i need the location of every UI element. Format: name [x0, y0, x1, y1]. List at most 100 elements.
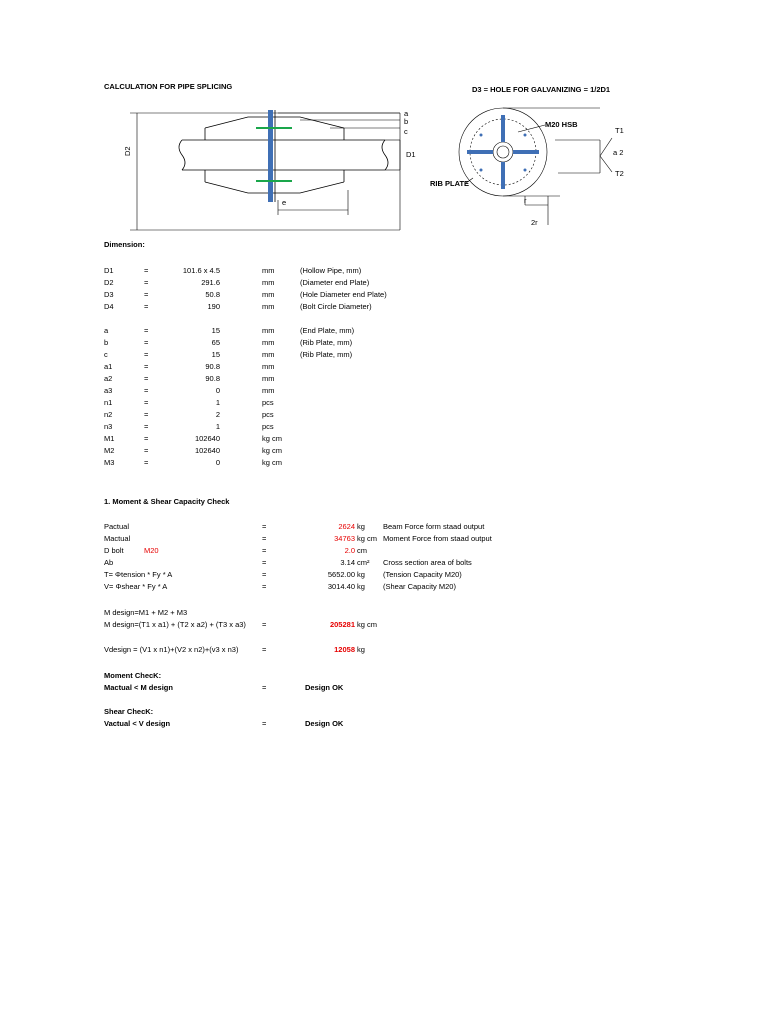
- moment-check-result: Design OK: [305, 683, 344, 692]
- dim-unit: mm: [262, 326, 275, 335]
- row-label: T= Φtension * Fy * A: [104, 570, 173, 579]
- dim-eq: =: [144, 398, 149, 407]
- dim-unit: pcs: [262, 398, 274, 407]
- dim-eq: =: [144, 410, 149, 419]
- vdesign-unit: kg: [357, 645, 365, 654]
- row-eq: =: [262, 582, 267, 591]
- row-unit: kg: [357, 522, 365, 531]
- dim-eq: =: [144, 302, 149, 311]
- mdesign-eq: =: [262, 620, 267, 629]
- dim-eq: =: [144, 338, 149, 347]
- row-label: Ab: [104, 558, 114, 567]
- label-c: c: [404, 127, 408, 136]
- dim-eq: =: [144, 422, 149, 431]
- dim-unit: mm: [262, 362, 275, 371]
- row-note: (Tension Capacity M20): [383, 570, 462, 579]
- dim-name: D1: [104, 266, 114, 275]
- row-unit: cm²: [357, 558, 370, 567]
- dim-note: (Diameter end Plate): [300, 278, 370, 287]
- dim-unit: mm: [262, 266, 275, 275]
- row-value: 2.0: [344, 546, 355, 555]
- dim-value: 90.8: [205, 362, 220, 371]
- dim-name: M1: [104, 434, 115, 443]
- pipe: [178, 139, 389, 171]
- row-label-extra: M20: [144, 546, 159, 555]
- label-bolt: M20 HSB: [545, 120, 578, 129]
- dim-name: a2: [104, 374, 113, 383]
- dim-unit: pcs: [262, 410, 274, 419]
- label-r: r: [524, 196, 527, 205]
- pipe-splice-side-view: a b c D1 D2 e: [123, 109, 416, 231]
- dim-value: 65: [211, 338, 220, 347]
- dim-note: (Hollow Pipe, mm): [300, 266, 362, 275]
- row-note: Beam Force form staad output: [383, 522, 485, 531]
- row-value: 5652.00: [327, 570, 355, 579]
- dim-unit: mm: [262, 350, 275, 359]
- dim-value: 190: [207, 302, 220, 311]
- row-note: Cross section area of bolts: [383, 558, 472, 567]
- vdesign-eq: =: [262, 645, 267, 654]
- dim-value: 102640: [194, 446, 220, 455]
- dim-value: 90.8: [205, 374, 220, 383]
- dimension-heading: Dimension:: [104, 240, 145, 249]
- label-a: a: [404, 109, 409, 118]
- dim-eq: =: [144, 458, 149, 467]
- shear-check-heading: Shear ChecK:: [104, 707, 154, 716]
- dim-name: c: [104, 350, 108, 359]
- dimension-lines: [130, 112, 401, 231]
- moment-check-eq: =: [262, 683, 267, 692]
- dim-eq: =: [144, 350, 149, 359]
- row-value: 34763: [334, 534, 355, 543]
- rib-plates: [467, 115, 539, 189]
- dim-unit: mm: [262, 386, 275, 395]
- dim-value: 15: [211, 326, 220, 335]
- dim-eq: =: [144, 386, 149, 395]
- dim-value: 0: [215, 386, 220, 395]
- dim-name: M3: [104, 458, 115, 467]
- row-unit: kg cm: [357, 534, 378, 543]
- dim-name: a3: [104, 386, 113, 395]
- dim-unit: mm: [262, 290, 275, 299]
- row-label: Pactual: [104, 522, 130, 531]
- row-note: Moment Force from staad output: [383, 534, 492, 543]
- dim-unit: mm: [262, 302, 275, 311]
- row-eq: =: [262, 546, 267, 555]
- dim-name: a: [104, 326, 109, 335]
- dim-eq: =: [144, 446, 149, 455]
- dim-eq: =: [144, 290, 149, 299]
- label-d1: D1: [406, 150, 416, 159]
- dim-unit: mm: [262, 278, 275, 287]
- dim-note: (Rib Plate, mm): [300, 350, 353, 359]
- dim-note: (Bolt Circle Diameter): [300, 302, 372, 311]
- dim-name: D3: [104, 290, 114, 299]
- bolt-holes: [471, 120, 535, 184]
- dim-eq: =: [144, 374, 149, 383]
- label-2r: 2r: [531, 218, 538, 227]
- dim-name: n1: [104, 398, 113, 407]
- dim-unit: mm: [262, 338, 275, 347]
- dim-value: 101.6 x 4.5: [182, 266, 220, 275]
- section-heading: 1. Moment & Shear Capacity Check: [104, 497, 230, 506]
- row-eq: =: [262, 534, 267, 543]
- dim-name: D4: [104, 302, 114, 311]
- label-t1: T1: [615, 126, 624, 135]
- row-eq: =: [262, 570, 267, 579]
- row-value: 2624: [338, 522, 355, 531]
- page-title: CALCULATION FOR PIPE SPLICING: [104, 82, 233, 91]
- row-unit: cm: [357, 546, 367, 555]
- dim-value: 1: [215, 398, 220, 407]
- label-e: e: [282, 198, 286, 207]
- dim-note: (Hole Diameter end Plate): [300, 290, 387, 299]
- dim-note: (End Plate, mm): [300, 326, 355, 335]
- row-label: V= Φshear * Fy * A: [104, 582, 168, 591]
- dim-eq: =: [144, 362, 149, 371]
- row-eq: =: [262, 558, 267, 567]
- dim-unit: kg cm: [262, 458, 283, 467]
- dim-eq: =: [144, 326, 149, 335]
- dim-name: M2: [104, 446, 115, 455]
- figure-note: D3 = HOLE FOR GALVANIZING = 1/2D1: [472, 85, 611, 94]
- row-label: D bolt: [104, 546, 124, 555]
- row-note: (Shear Capacity M20): [383, 582, 456, 591]
- moment-check-label: Mactual < M design: [104, 683, 173, 692]
- dim-value: 102640: [194, 434, 220, 443]
